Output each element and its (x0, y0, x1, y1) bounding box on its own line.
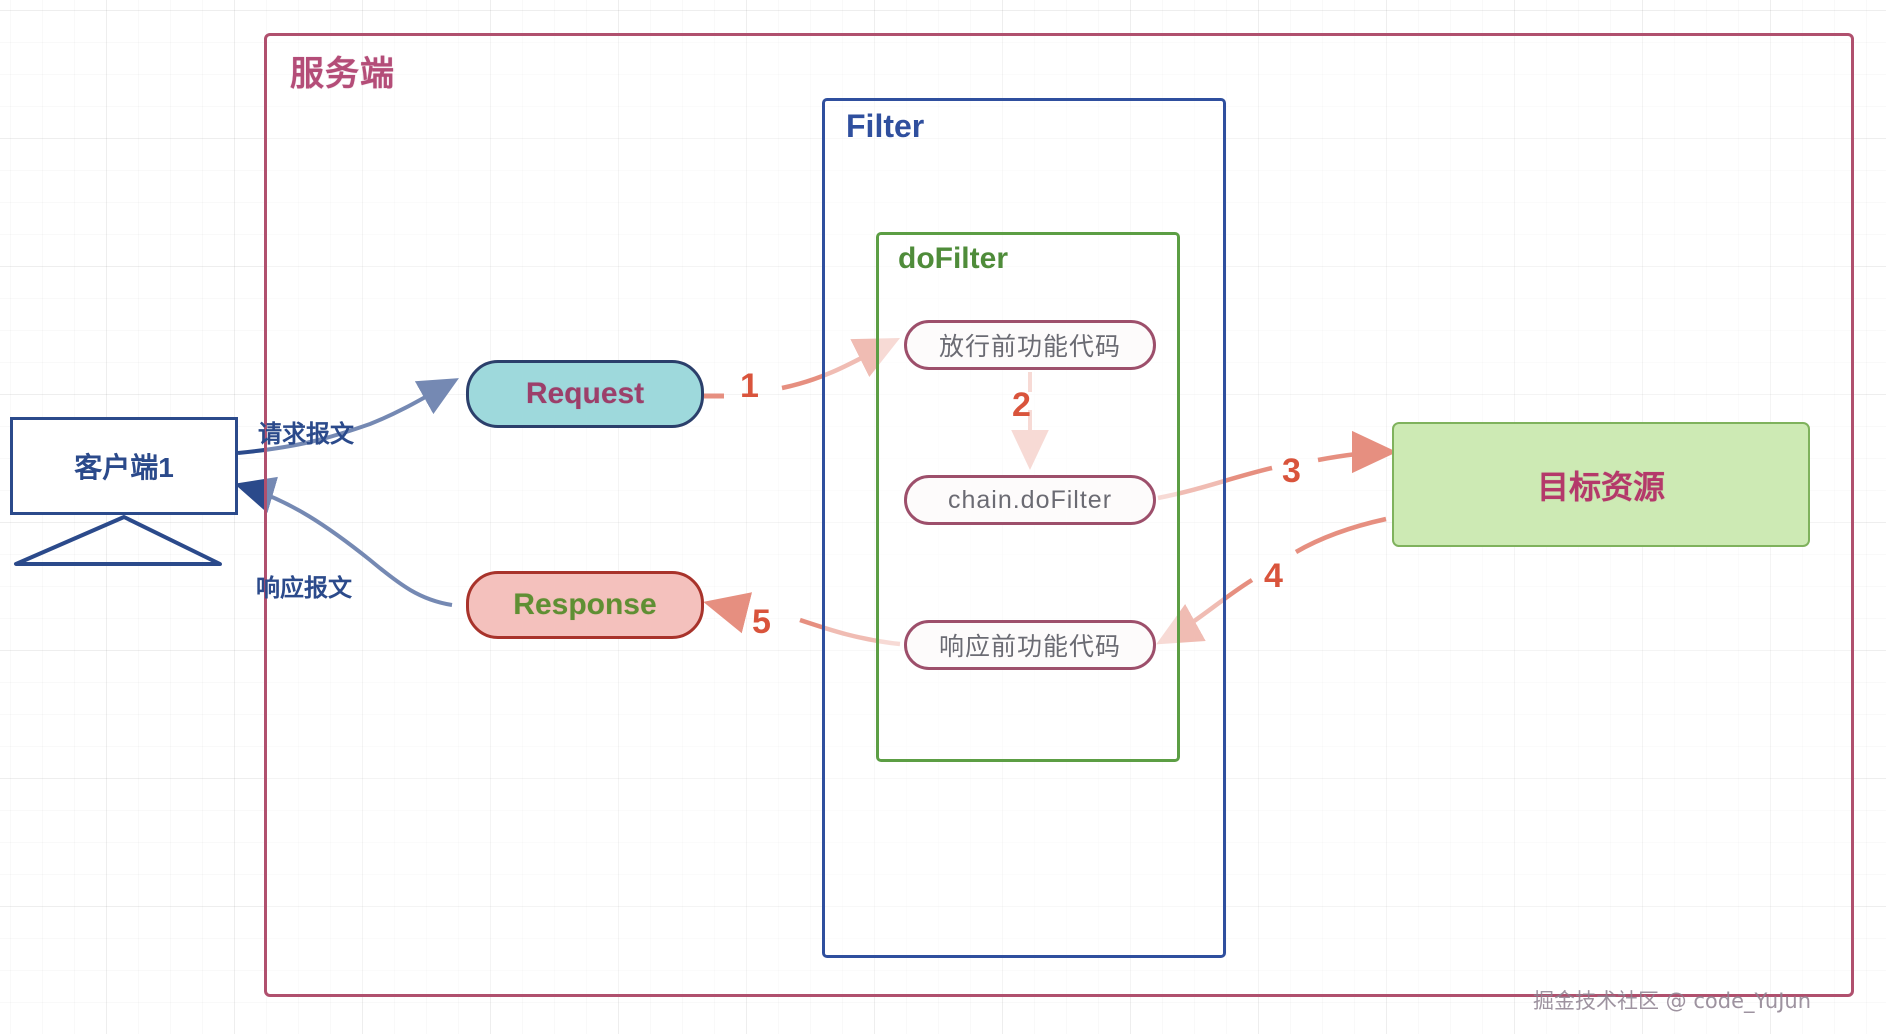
node-client[interactable]: 客户端1 (10, 417, 238, 515)
label-request-message: 请求报文 (258, 421, 354, 448)
node-response[interactable]: Response (466, 571, 704, 639)
step-number-1: 1 (740, 367, 759, 405)
node-request[interactable]: Request (466, 360, 704, 428)
step-number-2: 2 (1012, 386, 1031, 424)
step-number-3: 3 (1282, 452, 1301, 490)
step-number-4: 4 (1264, 557, 1283, 595)
client-monitor-stand (14, 515, 222, 566)
step-number-5: 5 (752, 603, 771, 641)
dofilter-title: doFilter (898, 242, 1008, 275)
filter-container (822, 98, 1226, 958)
server-title: 服务端 (290, 55, 395, 93)
watermark: 掘金技术社区 @ code_YuJun (1533, 989, 1812, 1013)
label-response-message: 响应报文 (256, 575, 352, 602)
node-target-resource[interactable]: 目标资源 (1392, 422, 1810, 547)
node-pre-pass-code[interactable]: 放行前功能代码 (904, 320, 1156, 370)
node-chain-dofilter[interactable]: chain.doFilter (904, 475, 1156, 525)
filter-title: Filter (846, 108, 925, 144)
node-pre-response-code[interactable]: 响应前功能代码 (904, 620, 1156, 670)
